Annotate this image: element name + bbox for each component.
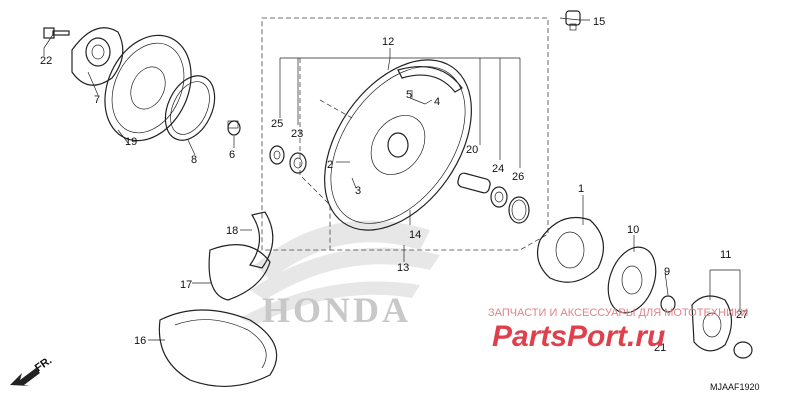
callout-17: 17: [180, 279, 192, 291]
callout-27: 27: [736, 309, 748, 321]
callout-23: 23: [291, 128, 303, 140]
callout-14: 14: [409, 229, 421, 241]
leader-lines: [43, 17, 741, 343]
callout-24: 24: [492, 163, 504, 175]
callout-5: 5: [406, 89, 412, 101]
part-16-tire: [158, 309, 278, 387]
callout-16: 16: [134, 335, 146, 347]
part-1-damper: [537, 216, 605, 283]
callout-11: 11: [720, 249, 731, 261]
callout-25: 25: [271, 118, 283, 130]
callout-26: 26: [512, 171, 524, 183]
callout-4: 4: [434, 96, 440, 108]
callout-9: 9: [664, 266, 670, 278]
part-9-washer: [660, 295, 676, 313]
part-20-collar: [457, 172, 491, 194]
part-24-bearing: [490, 186, 508, 208]
part-27-oring: [733, 341, 753, 359]
callout-19: 19: [125, 136, 137, 148]
callout-22: 22: [40, 55, 52, 67]
part-23-bearing: [289, 152, 307, 174]
part-25-bearing: [269, 145, 285, 165]
inner-box-edge-2: [319, 99, 353, 119]
part-18-rim-band: [248, 211, 274, 269]
part-15-valve: [565, 10, 581, 31]
part-7-flange: [71, 27, 124, 86]
part-5-rim-tape: [397, 66, 463, 93]
callout-12: 12: [382, 36, 394, 48]
inner-box-edge: [299, 58, 331, 250]
part-26-seal: [508, 196, 530, 224]
part-11-hub: [691, 295, 733, 352]
watermark-logo: PartsPort.ru: [492, 320, 665, 353]
callout-6: 6: [229, 149, 235, 161]
callout-21: 21: [654, 342, 666, 354]
diagram-code: MJAAF1920: [710, 382, 760, 392]
wheel-assembly-box: [261, 17, 549, 251]
callout-3: 3: [355, 185, 361, 197]
callout-13: 13: [397, 262, 409, 274]
part-6-spacer: [227, 120, 241, 136]
callout-1: 1: [578, 183, 584, 195]
part-19-brake-disc: [104, 34, 192, 142]
part-8-ring: [164, 75, 216, 141]
part-22-bolt: [43, 27, 70, 39]
callout-2: 2: [327, 159, 333, 171]
honda-wing-logo: [240, 220, 440, 325]
callout-15: 15: [593, 16, 605, 28]
callout-18: 18: [226, 225, 238, 237]
callout-20: 20: [466, 144, 478, 156]
callout-8: 8: [191, 154, 197, 166]
part-10-sprocket: [607, 246, 657, 314]
wheel-rim: [324, 59, 472, 231]
callout-labels: 1 2 3 4 5 6 7 8 9 10 11 12 13 14 15 16 1…: [40, 16, 748, 354]
honda-wordmark: HONDA: [262, 290, 411, 330]
callout-7: 7: [94, 94, 100, 106]
watermark-caption: ЗАПЧАСТИ И АКСЕССУАРЫ ДЛЯ МОТОТЕХНИКИ: [488, 307, 748, 319]
front-direction-arrow: [10, 368, 40, 386]
callout-10: 10: [627, 224, 639, 236]
part-17-tube: [208, 244, 271, 301]
